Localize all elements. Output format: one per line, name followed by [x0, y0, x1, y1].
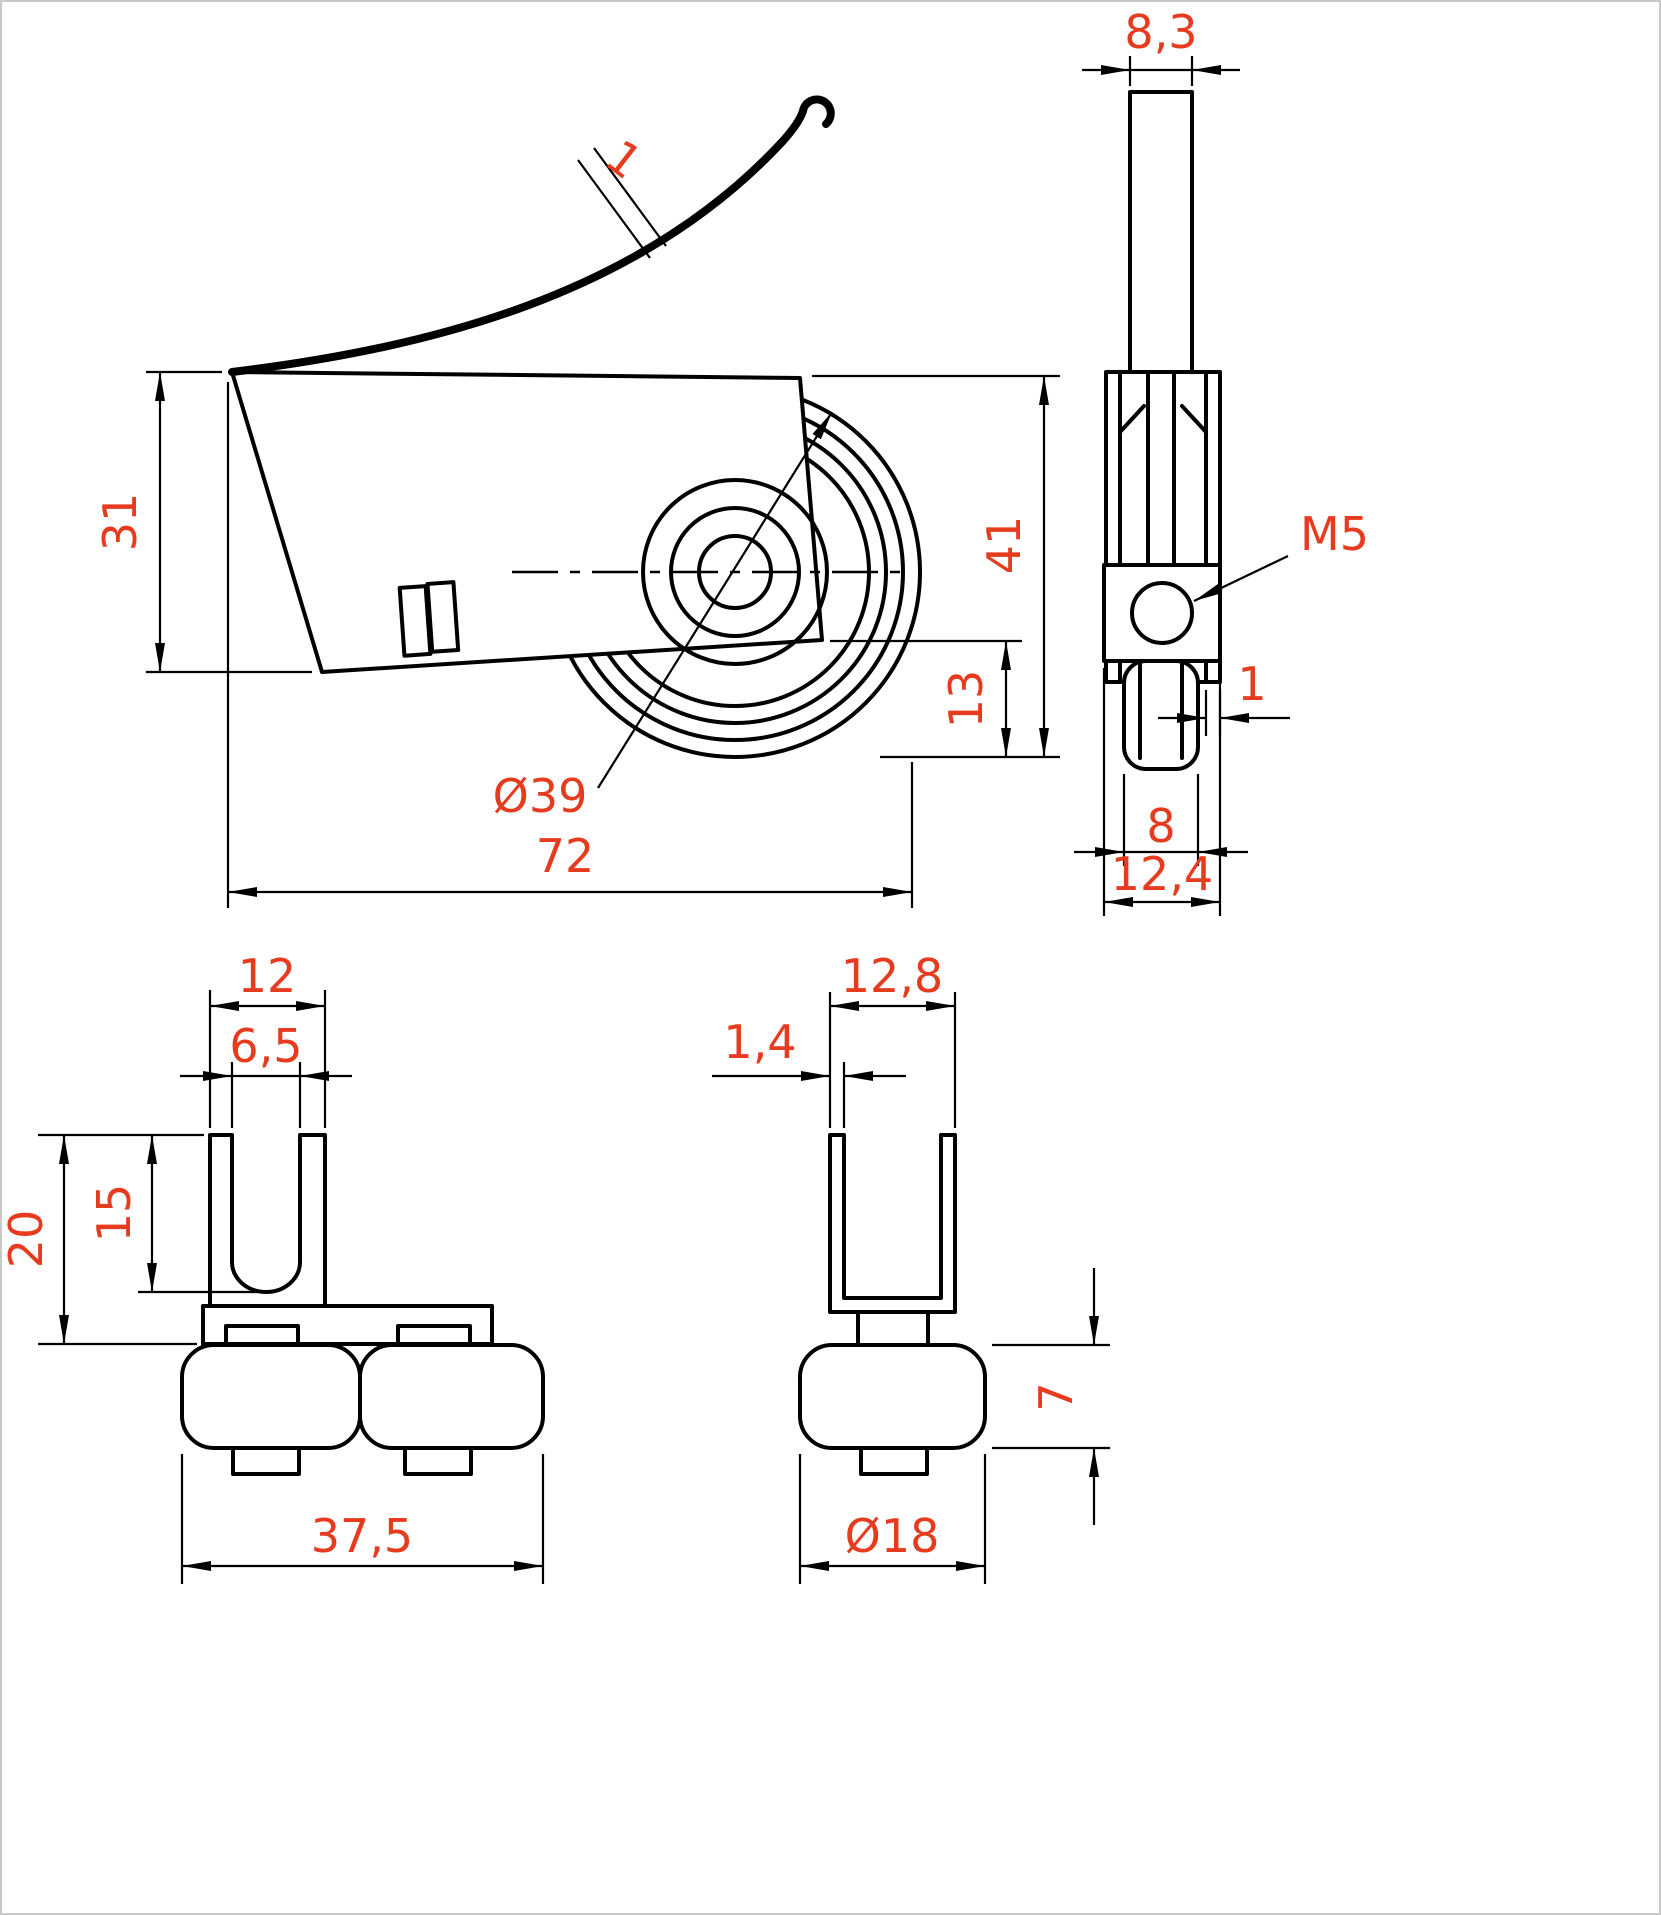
spring-bar: [1128, 90, 1194, 374]
leader-line: [597, 411, 833, 789]
nut-block: [1102, 563, 1222, 663]
dim-wheel-diameter-label: Ø39: [493, 769, 588, 823]
hub-circle-outer: [641, 478, 829, 666]
hub-circle: [669, 506, 801, 638]
tick-line: [577, 159, 651, 259]
dim-spring-thickness-label: 1: [596, 129, 652, 190]
dim-roller-diameter-label: Ø18: [845, 1509, 940, 1563]
roller-washer: [856, 1310, 930, 1347]
callout-thread: M5: [1193, 507, 1369, 602]
dim-roller-height-label: 7: [1029, 1382, 1083, 1411]
roller-left: [180, 1343, 362, 1450]
roller-edge: [1122, 659, 1200, 771]
thread-label: M5: [1300, 507, 1369, 561]
dim-channel-wall-thickness: 1,4: [712, 1015, 906, 1128]
axle-tab: [231, 1446, 301, 1476]
view-side: 1 31 41 13 Ø39: [93, 95, 1060, 908]
dim-fork-width: 12: [208, 949, 327, 1128]
dim-overall-length: 72: [226, 382, 914, 908]
bracket-chamfer: [1118, 404, 1146, 434]
view-edge: 8,3 M5 1 8 12,4: [1074, 5, 1369, 916]
slot-tab: [425, 580, 461, 654]
dim-fork-width-label: 12: [238, 949, 297, 1003]
dim-housing-height-label: 31: [93, 493, 147, 552]
housing-outline: [230, 370, 824, 674]
fork-outline: [208, 1133, 327, 1308]
dim-spring-thickness: 1: [577, 129, 667, 259]
dim-overall-length-label: 72: [536, 829, 595, 883]
dim-edge-overall-width-label: 12,4: [1111, 847, 1213, 901]
dim-roller-width: 8: [1074, 774, 1248, 866]
dim-slot-depth-label: 15: [87, 1184, 141, 1243]
dim-spring-width-label: 8,3: [1124, 5, 1197, 59]
dim-double-overall-width-label: 37,5: [311, 1509, 413, 1563]
dim-channel-width-label: 12,8: [841, 949, 943, 1003]
dim-double-overall-width: 37,5: [180, 1454, 545, 1584]
dim-overall-height: 41: [812, 374, 1060, 759]
dim-wall-thickness-label: 1: [1237, 657, 1266, 711]
dim-wall-thickness: 1: [1158, 657, 1290, 736]
tick-line: [593, 147, 667, 247]
spring-curve: [228, 95, 835, 376]
bracket-chamfer: [1180, 404, 1208, 434]
roller-washer: [396, 1324, 472, 1346]
axle-tab: [403, 1446, 473, 1476]
leader-line: [1193, 555, 1289, 602]
m5-hole: [1130, 581, 1194, 645]
dim-housing-height: 31: [93, 370, 312, 674]
dim-overall-height-label: 41: [977, 516, 1031, 575]
dim-slot-width-label: 6,5: [229, 1019, 302, 1073]
dim-edge-overall-width: 12,4: [1102, 668, 1222, 916]
dim-wheel-bottom-offset: 13: [830, 639, 1022, 757]
axle-tab: [859, 1446, 929, 1476]
dim-roller-diameter: Ø18: [798, 1454, 987, 1584]
roller-single: [798, 1343, 987, 1450]
view-front-double: 12 6,5 15 20 37,5: [0, 949, 545, 1584]
view-front-single: 12,8 1,4 7 Ø18: [712, 949, 1110, 1584]
slot-window: [397, 584, 433, 658]
u-channel-outline: [828, 1133, 957, 1314]
dim-fork-height: 20: [0, 1135, 197, 1346]
dim-channel-wall-thickness-label: 1,4: [723, 1015, 796, 1069]
dim-channel-width: 12,8: [828, 949, 957, 1128]
dim-fork-height-label: 20: [0, 1210, 53, 1269]
dim-roller-width-label: 8: [1146, 799, 1175, 853]
dim-spring-width: 8,3: [1082, 5, 1240, 86]
roller-washer: [224, 1324, 300, 1346]
housing-slot-detail: [397, 580, 461, 658]
dim-roller-height: 7: [992, 1268, 1110, 1525]
roller-right: [358, 1343, 545, 1450]
dim-wheel-bottom-offset-label: 13: [939, 670, 993, 729]
dim-slot-width: 6,5: [180, 1019, 352, 1128]
dim-wheel-diameter: Ø39: [493, 411, 833, 823]
